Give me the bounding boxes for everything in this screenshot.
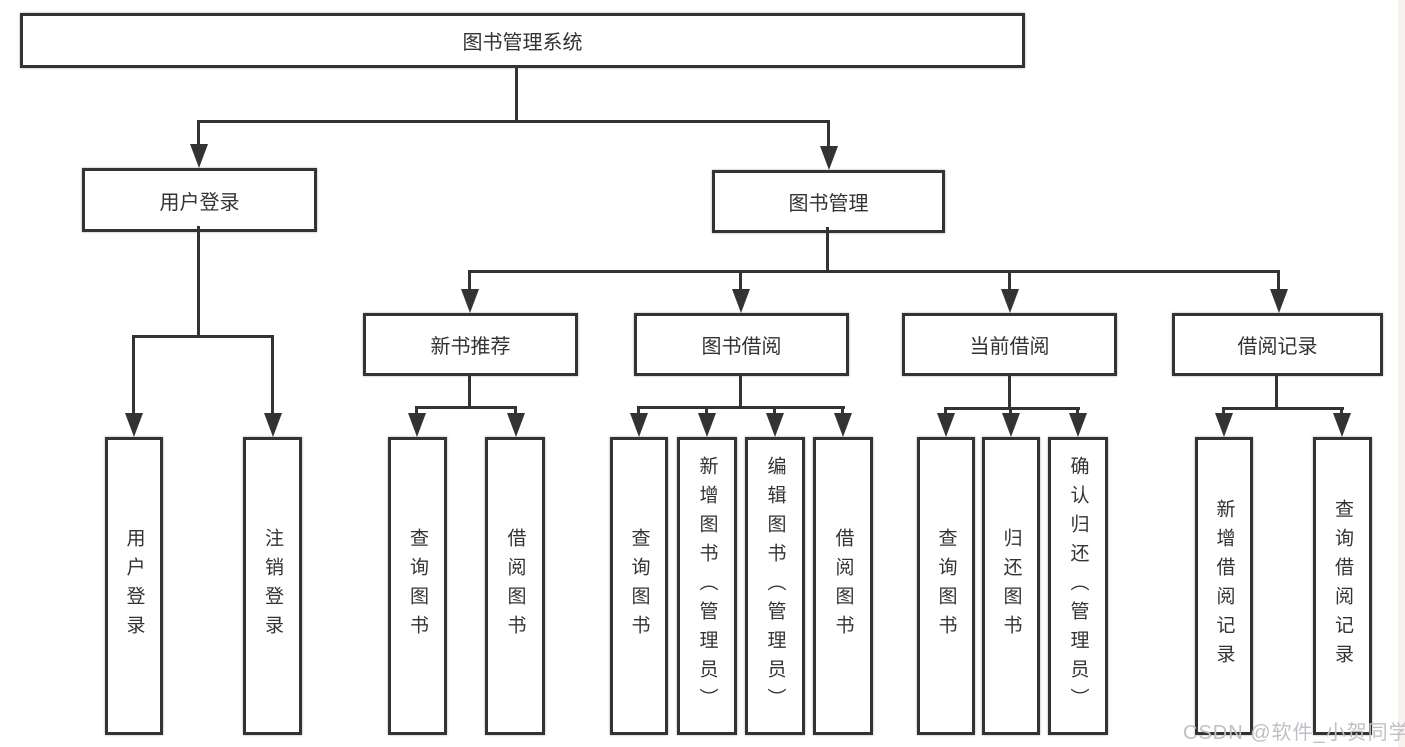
node-label: 查询图书 [407, 528, 428, 644]
connector-book-borrow-stub [739, 376, 742, 406]
node-label: 查询图书 [628, 528, 650, 644]
arrowhead-down-icon [461, 289, 479, 313]
connector-arrow-stem [415, 406, 418, 415]
leaf-logout: 注销登录 [243, 437, 302, 735]
node-label: 编辑图书（管理员） [764, 455, 786, 717]
connector-new-book-rail [415, 406, 517, 409]
connector-current-borrow-rail [944, 407, 1080, 410]
csdn-watermark: CSDN @软件_小贺同学 [1183, 722, 1405, 744]
connector-arrow-stem [944, 407, 947, 415]
leaf-query-book-borrow: 查询图书 [610, 437, 668, 735]
arrowhead-down-icon [1270, 289, 1288, 313]
node-library-management-system: 图书管理系统 [20, 13, 1025, 68]
leaf-return-book: 归还图书 [982, 437, 1040, 735]
node-label: 借阅图书 [832, 528, 854, 644]
connector-arrow-stem [1340, 407, 1343, 415]
node-label: 注销登录 [262, 528, 283, 644]
connector-to-leaf-logout [271, 335, 274, 415]
leaf-confirm-return-admin: 确认归还（管理员） [1048, 437, 1108, 735]
connector-to-leaf-user-login [132, 335, 135, 415]
arrowhead-down-icon [408, 413, 426, 437]
node-label: 图书管理系统 [462, 32, 583, 54]
node-label: 图书借阅 [701, 336, 782, 358]
node-book-borrow: 图书借阅 [634, 313, 849, 376]
node-book-management: 图书管理 [712, 170, 945, 233]
connector-arrow-stem [705, 406, 708, 415]
leaf-user-login: 用户登录 [105, 437, 163, 735]
node-label: 新书推荐 [430, 336, 511, 358]
node-label: 归还图书 [1000, 528, 1022, 644]
node-label: 借阅图书 [504, 528, 526, 644]
leaf-query-book-current: 查询图书 [917, 437, 975, 735]
connector-current-borrow-stub [1008, 376, 1011, 407]
right-edge-tint [1398, 0, 1405, 747]
connector-user-login-stub [197, 226, 200, 335]
node-label: 查询借阅记录 [1332, 499, 1353, 673]
connector-to-user-login [197, 120, 200, 146]
connector-arrow-stem [514, 406, 517, 415]
connector-level3-rail [468, 270, 1280, 273]
node-label: 借阅记录 [1237, 336, 1318, 358]
arrowhead-down-icon [820, 146, 838, 170]
connector-arrow-stem [841, 406, 844, 415]
leaf-query-book-recommend: 查询图书 [388, 437, 447, 735]
arrowhead-down-icon [1069, 413, 1087, 437]
leaf-add-borrow-record: 新增借阅记录 [1195, 437, 1253, 735]
connector-to-book-management [827, 120, 830, 148]
connector-to-book-borrow [739, 270, 742, 291]
arrowhead-down-icon [630, 413, 648, 437]
node-label: 图书管理 [788, 193, 869, 215]
node-current-borrow: 当前借阅 [902, 313, 1117, 376]
connector-root-stub [515, 65, 518, 120]
connector-book-borrow-rail [637, 406, 845, 409]
node-label: 查询图书 [935, 528, 957, 644]
leaf-edit-book-admin: 编辑图书（管理员） [745, 437, 805, 735]
arrowhead-down-icon [766, 413, 784, 437]
arrowhead-down-icon [125, 413, 143, 437]
node-user-login: 用户登录 [82, 168, 317, 232]
node-label: 确认归还（管理员） [1067, 455, 1089, 717]
node-label: 新增借阅记录 [1213, 499, 1235, 673]
connector-new-book-stub [468, 376, 471, 406]
arrowhead-down-icon [507, 413, 525, 437]
node-borrow-record: 借阅记录 [1172, 313, 1383, 376]
connector-borrow-record-stub [1275, 376, 1278, 407]
leaf-borrow-book-recommend: 借阅图书 [485, 437, 545, 735]
arrowhead-down-icon [190, 144, 208, 168]
connector-arrow-stem [1076, 407, 1079, 415]
arrowhead-down-icon [264, 413, 282, 437]
node-label: 用户登录 [159, 191, 240, 214]
arrowhead-down-icon [732, 289, 750, 313]
leaf-borrow-book: 借阅图书 [813, 437, 873, 735]
connector-to-new-book [468, 270, 471, 291]
arrowhead-down-icon [937, 413, 955, 437]
node-label: 当前借阅 [969, 336, 1050, 358]
leaf-query-borrow-record: 查询借阅记录 [1313, 437, 1372, 735]
connector-arrow-stem [637, 406, 640, 415]
connector-level1-rail [197, 120, 830, 123]
arrowhead-down-icon [1002, 413, 1020, 437]
connector-user-login-rail [132, 335, 274, 338]
node-label: 新增图书（管理员） [696, 455, 718, 717]
connector-arrow-stem [1009, 407, 1012, 415]
arrowhead-down-icon [834, 413, 852, 437]
arrowhead-down-icon [1001, 289, 1019, 313]
arrowhead-down-icon [698, 413, 716, 437]
node-label: 用户登录 [123, 528, 145, 644]
connector-arrow-stem [1222, 407, 1225, 415]
connector-to-current-borrow [1008, 270, 1011, 291]
connector-borrow-record-rail [1222, 407, 1344, 410]
arrowhead-down-icon [1333, 413, 1351, 437]
connector-book-management-stub [826, 227, 829, 270]
arrowhead-down-icon [1215, 413, 1233, 437]
node-new-book-recommend: 新书推荐 [363, 313, 578, 376]
connector-arrow-stem [773, 406, 776, 415]
connector-to-borrow-record [1277, 270, 1280, 291]
leaf-add-book-admin: 新增图书（管理员） [677, 437, 737, 735]
